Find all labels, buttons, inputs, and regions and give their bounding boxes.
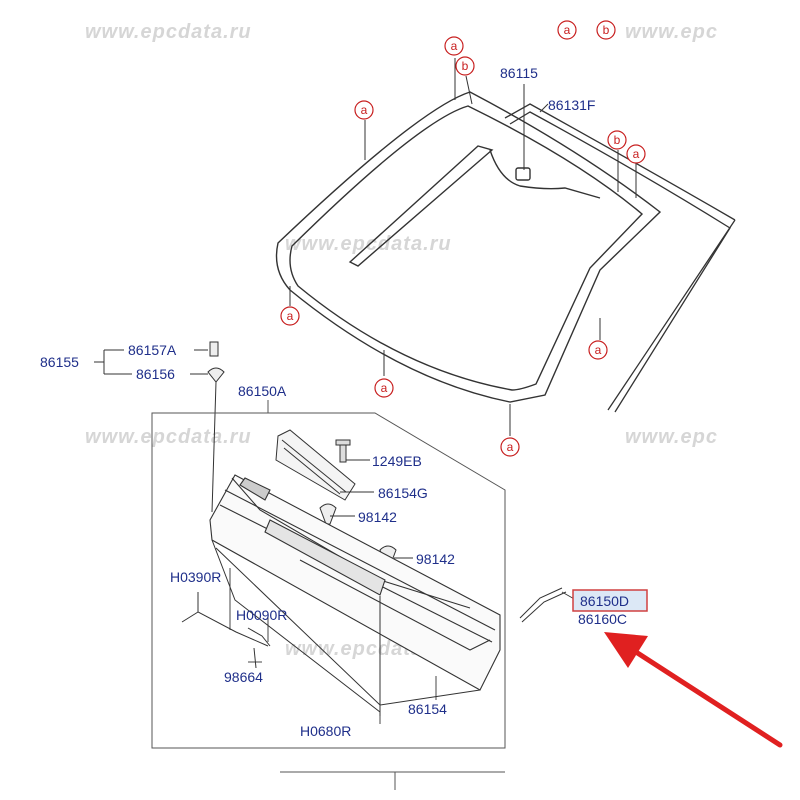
ref-b-3: b xyxy=(607,130,627,150)
label-H0390R: H0390R xyxy=(170,569,221,585)
label-86157A: 86157A xyxy=(128,342,177,358)
svg-text:a: a xyxy=(564,23,571,37)
svg-text:a: a xyxy=(595,343,602,357)
label-H0090R: H0090R xyxy=(236,607,287,623)
label-98664: 98664 xyxy=(224,669,263,685)
label-86154: 86154 xyxy=(408,701,447,717)
svg-text:b: b xyxy=(614,133,621,147)
clip-parts xyxy=(207,341,225,513)
windshield-glass xyxy=(275,91,662,403)
watermark-right: www.epc xyxy=(625,426,718,448)
clip-group-bracket xyxy=(94,349,208,375)
svg-text:a: a xyxy=(633,147,640,161)
label-86131F: 86131F xyxy=(548,97,595,113)
ref-a-6: a xyxy=(588,340,608,360)
ref-a-2: a xyxy=(444,36,464,56)
ref-a-4: a xyxy=(626,144,646,164)
bolt-part xyxy=(335,439,351,463)
ref-a-1: a xyxy=(557,20,577,40)
ref-a-8: a xyxy=(500,437,520,457)
watermarks: www.epcdata.ru www.epc www.epcdata.ru ww… xyxy=(85,21,718,660)
reference-markers: a b a b a b a a a a a xyxy=(280,20,646,457)
label-86115: 86115 xyxy=(500,65,538,81)
label-H0680R: H0680R xyxy=(300,723,351,739)
label-86150D: 86150D xyxy=(580,593,629,609)
label-86156: 86156 xyxy=(136,366,175,382)
svg-text:a: a xyxy=(507,440,514,454)
svg-text:a: a xyxy=(451,39,458,53)
red-arrow xyxy=(604,632,783,748)
watermark-left: www.epcdata.ru xyxy=(85,426,252,448)
windshield-leaders xyxy=(289,58,637,436)
label-86160C: 86160C xyxy=(578,611,627,627)
ref-a-5: a xyxy=(280,306,300,326)
ref-a-7: a xyxy=(374,378,394,398)
part-leaders xyxy=(229,459,577,724)
label-98142-upper: 98142 xyxy=(358,509,397,525)
svg-text:b: b xyxy=(603,23,610,37)
svg-text:a: a xyxy=(361,103,368,117)
seal-and-hoses xyxy=(181,539,567,716)
label-86150A: 86150A xyxy=(238,383,287,399)
label-86154G: 86154G xyxy=(378,485,428,501)
watermark-top-left: www.epcdata.ru xyxy=(85,21,252,43)
part-labels: 86115 86131F 86155 86157A 86156 86150A 1… xyxy=(40,65,648,739)
label-1249EB: 1249EB xyxy=(372,453,422,469)
ref-a-3: a xyxy=(354,100,374,120)
svg-text:b: b xyxy=(462,59,469,73)
cowl-assembly-frame xyxy=(151,400,506,790)
highlight-box-86150D xyxy=(572,589,648,612)
svg-text:a: a xyxy=(381,381,388,395)
molding-strip xyxy=(504,103,736,413)
label-86155: 86155 xyxy=(40,354,79,370)
ref-b-1: b xyxy=(596,20,616,40)
ref-b-2: b xyxy=(455,56,475,76)
label-98142-lower: 98142 xyxy=(416,551,455,567)
svg-text:a: a xyxy=(287,309,294,323)
watermark-top-right: www.epc xyxy=(625,21,718,43)
watermark-mid: www.epcdata.ru xyxy=(285,233,452,255)
